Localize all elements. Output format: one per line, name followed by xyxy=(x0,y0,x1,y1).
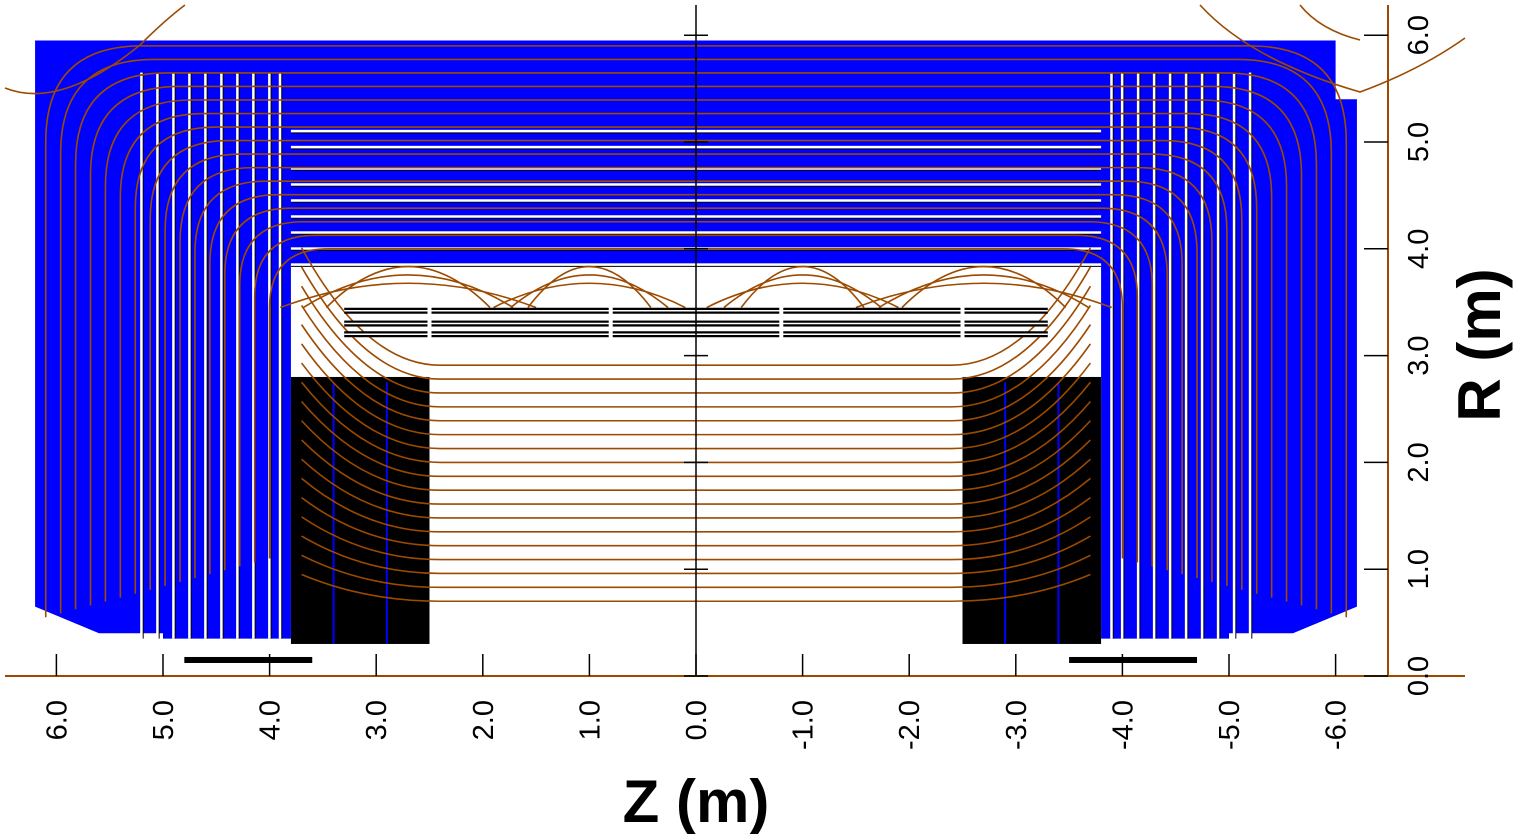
y-tick-label: 3.0 xyxy=(1403,335,1435,375)
y-tick-labels: 0.0 1.0 2.0 3.0 4.0 5.0 6.0 xyxy=(1403,15,1435,696)
endcap-slot xyxy=(1248,72,1252,639)
x-tick-label: 2.0 xyxy=(468,700,500,740)
yoke-body xyxy=(35,40,1357,639)
endcap-slot xyxy=(140,72,144,639)
y-tick-label: 2.0 xyxy=(1403,442,1435,482)
inner-coil-split xyxy=(960,296,965,345)
endcap-bar xyxy=(184,656,313,663)
x-tick-label: -5.0 xyxy=(1214,700,1246,750)
iron-yoke xyxy=(35,40,1357,639)
field-line-loop xyxy=(878,274,1090,309)
endcap-slot xyxy=(278,72,282,639)
y-tick-label: 4.0 xyxy=(1403,229,1435,269)
x-tick-label: 5.0 xyxy=(148,700,180,740)
endcap-slot xyxy=(172,72,176,639)
y-tick-label: 6.0 xyxy=(1403,15,1435,55)
x-tick-label: -1.0 xyxy=(788,700,820,750)
field-line-arc xyxy=(1299,4,1361,41)
endcap-slot xyxy=(236,72,240,639)
x-tick-label: 1.0 xyxy=(574,700,606,740)
endcap-slot xyxy=(1168,72,1172,639)
field-line-loop xyxy=(510,274,669,309)
y-tick-label: 5.0 xyxy=(1403,122,1435,162)
x-tick-label: -2.0 xyxy=(894,700,926,750)
y-axis-title: R (m) xyxy=(1446,268,1513,421)
endcap-bar xyxy=(1069,656,1198,663)
y-tick-label: 1.0 xyxy=(1403,549,1435,589)
field-line-loop xyxy=(706,282,899,309)
x-tick-label: -6.0 xyxy=(1321,700,1353,750)
x-tick-label: 3.0 xyxy=(361,700,393,740)
axes xyxy=(5,5,1465,677)
field-line-loop xyxy=(325,265,491,309)
field-line-loop xyxy=(279,282,537,309)
x-tick-label: 6.0 xyxy=(41,700,73,740)
field-line-loop xyxy=(855,282,1113,309)
field-line-loop xyxy=(493,282,686,309)
endcap-slot xyxy=(204,72,208,639)
x-axis-title: Z (m) xyxy=(623,768,770,834)
x-tick-label: 4.0 xyxy=(255,700,287,740)
field-line-loop xyxy=(740,265,865,309)
endcap-slot xyxy=(156,72,160,639)
endcap-slot xyxy=(1232,72,1236,639)
endcap-slot xyxy=(1110,72,1114,639)
endcap-slot xyxy=(1200,72,1204,639)
endcap-slot xyxy=(252,72,256,639)
x-tick-label: -4.0 xyxy=(1107,700,1139,750)
field-line-arc xyxy=(4,4,186,95)
x-tick-labels: 6.0 5.0 4.0 3.0 2.0 1.0 0.0 -1.0 -2.0 -3.0 -4.0 -5.… xyxy=(41,700,1352,750)
endcap-slot xyxy=(1136,72,1140,639)
endcap-slot xyxy=(220,72,224,639)
inner-coil-split xyxy=(427,296,432,345)
endcap-slot xyxy=(188,72,192,639)
endcap-slot xyxy=(1184,72,1188,639)
inner-coil-split xyxy=(779,296,784,345)
endcap-slot xyxy=(1216,72,1220,639)
y-tick-label: 0.0 xyxy=(1403,656,1435,696)
x-tick-label: 0.0 xyxy=(681,700,713,740)
field-line-loop xyxy=(527,265,652,309)
endcap-slot xyxy=(1152,72,1156,639)
x-tick-label: -3.0 xyxy=(1001,700,1033,750)
field-line-loop xyxy=(302,274,514,309)
field-line-loop xyxy=(901,265,1067,309)
field-line-loop xyxy=(723,274,882,309)
field-line-arc xyxy=(1199,4,1466,93)
inner-coil-split xyxy=(608,296,613,345)
